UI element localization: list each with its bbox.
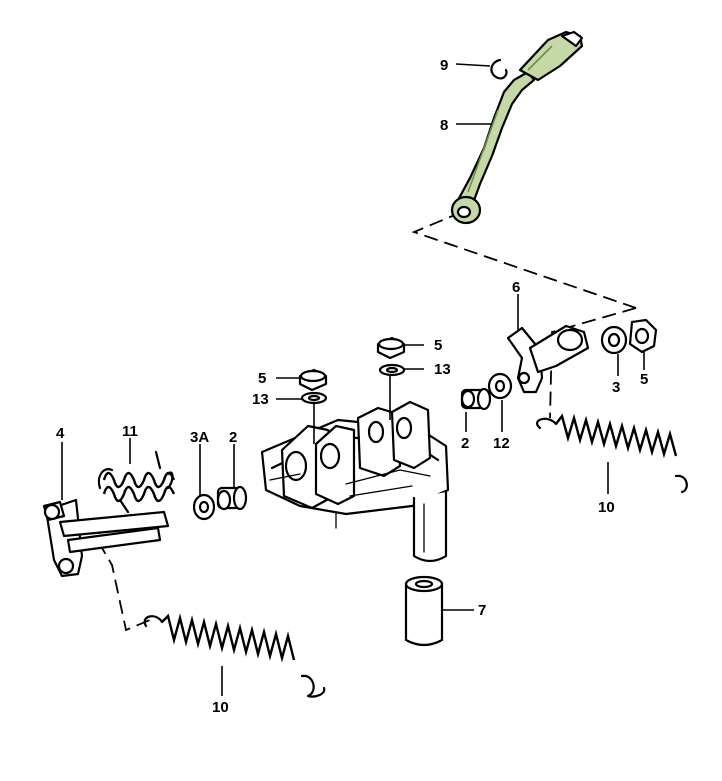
washer-icon [300, 391, 328, 405]
label-part-13: 13 [434, 361, 451, 378]
assembly-lines [97, 211, 637, 632]
label-part-5: 5 [258, 370, 266, 387]
label-part-9: 9 [440, 57, 448, 74]
bushing-icon [216, 485, 248, 511]
label-part-8: 8 [440, 117, 448, 134]
sleeve-icon [404, 575, 444, 647]
label-part-11: 11 [122, 423, 138, 440]
label-part-12: 12 [493, 435, 510, 452]
circlip-icon [490, 58, 508, 80]
label-part-3a: 3A [190, 429, 209, 446]
nut-icon [298, 368, 328, 392]
washer-icon [378, 363, 406, 377]
lever-icon [506, 324, 590, 394]
label-part-5: 5 [640, 371, 648, 388]
spring-icon [536, 413, 688, 494]
nut-icon [376, 336, 406, 360]
nut-icon [628, 318, 658, 354]
label-part-2: 2 [461, 435, 469, 452]
washer-icon [600, 325, 628, 355]
spring-icon [97, 450, 176, 514]
label-part-3: 3 [612, 379, 620, 396]
part-labels: 9 8 6 5 13 5 13 3 5 4 11 3A 2 2 12 10 7 … [56, 57, 648, 716]
washer-icon [192, 493, 216, 521]
label-part-4: 4 [56, 425, 65, 442]
leader-lines [61, 63, 645, 696]
label-part-10: 10 [598, 499, 615, 516]
label-part-7: 7 [478, 602, 486, 619]
bracket-icon [260, 400, 450, 563]
label-part-2: 2 [229, 429, 237, 446]
label-part-6: 6 [512, 279, 520, 296]
bushing-icon [460, 387, 492, 411]
label-part-10: 10 [212, 699, 229, 716]
label-part-5: 5 [434, 337, 442, 354]
lever-icon [42, 498, 170, 578]
spring-icon [143, 613, 326, 698]
washer-icon [487, 372, 513, 400]
label-part-13: 13 [252, 391, 269, 408]
shift-rod-icon [450, 30, 584, 225]
